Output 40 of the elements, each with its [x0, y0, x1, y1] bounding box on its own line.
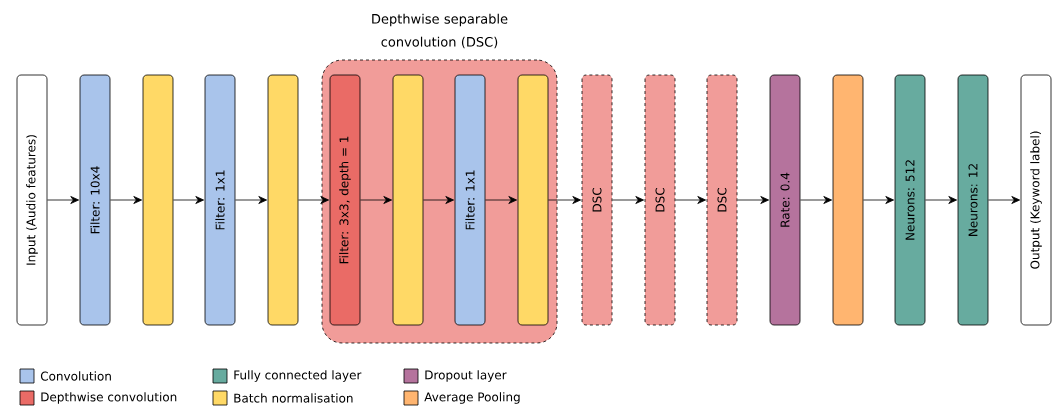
layer-box: DSC — [581, 74, 613, 326]
layer-box: DSC — [706, 74, 738, 326]
group-title: Depthwise separable convolution (DSC) — [372, 13, 508, 49]
arrow — [298, 196, 330, 204]
arrow — [360, 196, 393, 204]
arrow — [612, 196, 645, 204]
arrow — [988, 196, 1021, 204]
layer-box: Filter: 10x4 — [79, 74, 111, 326]
arrow — [800, 196, 833, 204]
legend-label: Convolution — [40, 371, 111, 381]
layer-box — [517, 74, 549, 326]
arrow — [548, 196, 582, 204]
arrow — [423, 196, 455, 204]
legend-label: Fully connected layer — [234, 370, 362, 382]
io-box: Output (Keyword label) — [1020, 74, 1052, 326]
legend-label: Batch normalisation — [234, 393, 353, 403]
arrow — [47, 196, 80, 204]
io-box: Input (Audio features) — [16, 74, 48, 326]
layer-box: Filter: 1x1 — [204, 74, 236, 326]
arrow — [675, 196, 707, 204]
legend-label: Depthwise convolution — [41, 392, 177, 404]
layer-box: Rate: 0.4 — [769, 74, 801, 326]
layer-box — [832, 74, 864, 326]
layer-box: Neurons: 512 — [894, 74, 926, 326]
layer-box: Filter: 3x3, depth = 1 — [329, 74, 361, 326]
arrow — [925, 196, 958, 204]
arrow — [485, 196, 518, 204]
layer-box — [392, 74, 424, 326]
arrow — [737, 196, 770, 204]
layer-box: DSC — [644, 74, 676, 326]
arrow — [235, 196, 268, 204]
layer-box: Neurons: 12 — [957, 74, 989, 326]
legend-label: Average Pooling — [424, 392, 520, 404]
legend-label: Dropout layer — [425, 370, 507, 382]
layer-box — [142, 74, 174, 326]
layer-box: Filter: 1x1 — [454, 74, 486, 326]
arrow — [110, 196, 143, 204]
arrow — [173, 196, 205, 204]
layer-box — [267, 74, 299, 326]
arrow — [863, 196, 895, 204]
